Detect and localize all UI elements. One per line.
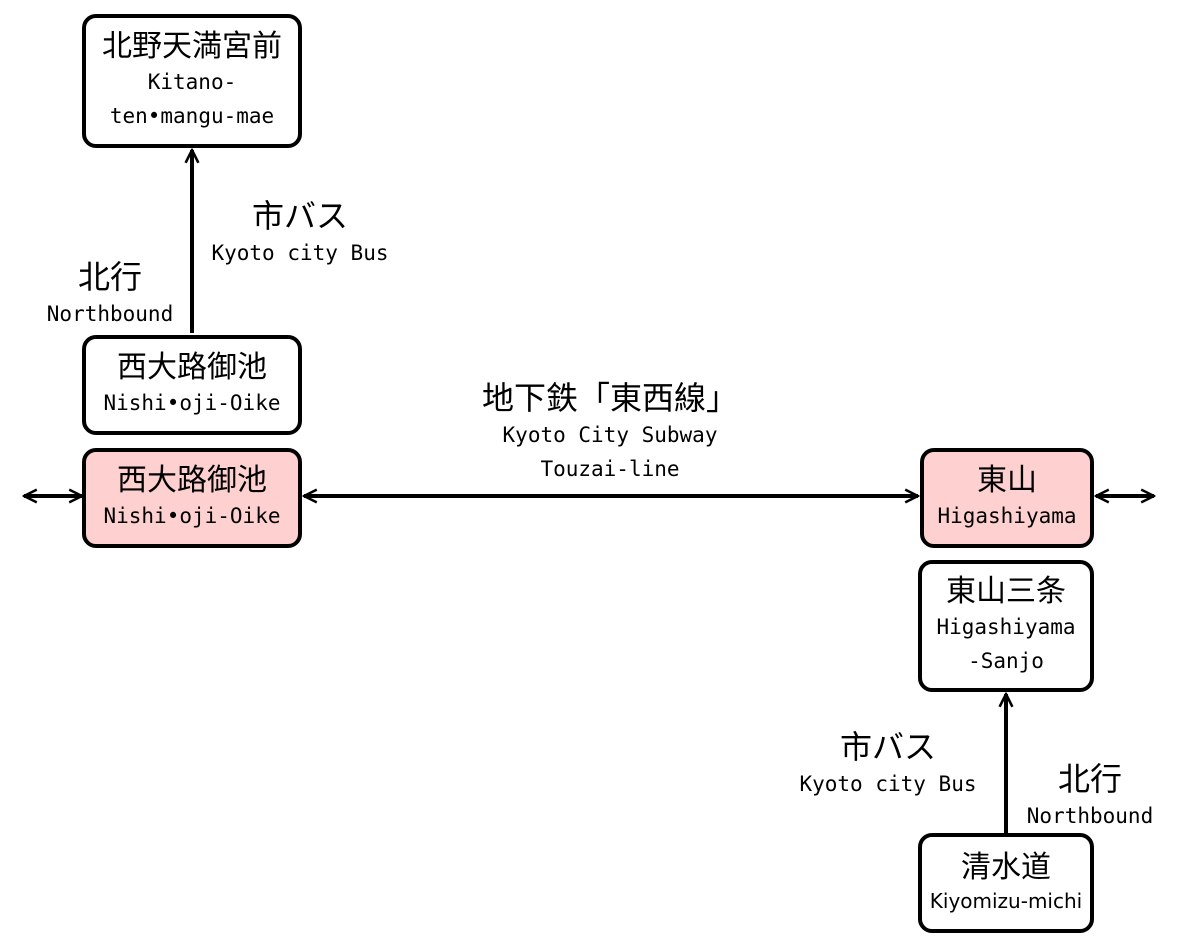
label-en: Kyoto City Subway <box>502 423 718 447</box>
station-name-en: ten•mangu-mae <box>109 104 275 128</box>
label-en: Touzai-line <box>540 457 680 481</box>
label-en: Kyoto city Bus <box>799 772 977 796</box>
label-en: Kyoto city Bus <box>211 241 389 265</box>
label-jp: 市バス <box>839 728 936 766</box>
label-jp: 北行 <box>1057 760 1122 798</box>
label-northbound-top: 北行 Northbound <box>30 257 190 331</box>
label-subway: 地下鉄「東西線」 Kyoto City Subway Touzai-line <box>470 378 750 486</box>
station-name-en: Kiyomizu-michi <box>929 889 1083 913</box>
station-name-en: Kitano- <box>147 70 237 94</box>
station-kiyomizu-michi: 清水道 Kiyomizu-michi <box>918 833 1094 933</box>
station-name-jp: 東山 <box>977 463 1037 498</box>
station-name-en: Nishi•oji-Oike <box>103 504 281 528</box>
station-name-jp: 西大路御池 <box>117 350 267 385</box>
label-jp: 地下鉄「東西線」 <box>481 379 738 417</box>
label-northbound-bottom: 北行 Northbound <box>1010 759 1170 833</box>
label-jp: 市バス <box>251 197 348 235</box>
station-name-jp: 清水道 <box>961 850 1051 885</box>
station-name-en: Higashiyama <box>936 615 1076 639</box>
station-nishioji-oike-bus: 西大路御池 Nishi•oji-Oike <box>82 335 302 435</box>
station-higashiyama-sanjo: 東山三条 Higashiyama -Sanjo <box>918 560 1094 692</box>
station-kitano-tenmangu-mae: 北野天満宮前 Kitano- ten•mangu-mae <box>82 14 302 148</box>
label-bus-top: 市バス Kyoto city Bus <box>200 196 400 270</box>
label-jp: 北行 <box>77 258 142 296</box>
station-name-jp: 北野天満宮前 <box>102 29 282 64</box>
station-name-en: -Sanjo <box>968 649 1044 673</box>
station-name-en: Higashiyama <box>937 504 1077 528</box>
station-name-jp: 東山三条 <box>946 574 1066 609</box>
station-nishioji-oike-subway: 西大路御池 Nishi•oji-Oike <box>82 448 302 548</box>
label-en: Northbound <box>46 302 174 326</box>
station-name-jp: 西大路御池 <box>117 463 267 498</box>
label-en: Northbound <box>1026 804 1154 828</box>
station-higashiyama: 東山 Higashiyama <box>920 448 1094 548</box>
label-bus-bottom: 市バス Kyoto city Bus <box>788 727 988 801</box>
station-name-en: Nishi•oji-Oike <box>103 391 281 415</box>
